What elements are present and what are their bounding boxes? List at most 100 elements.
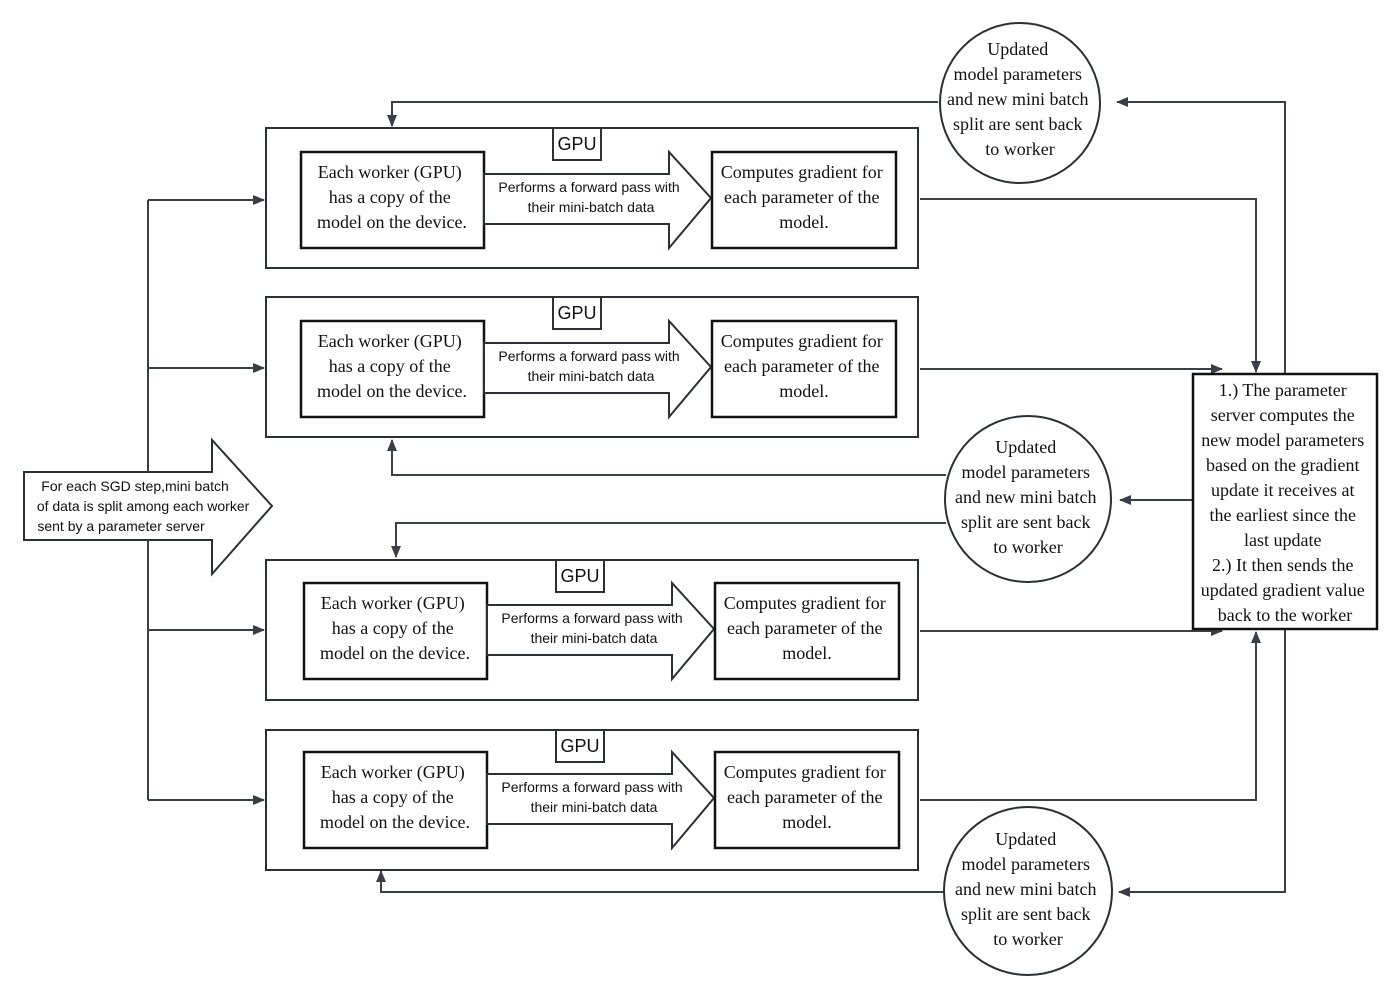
update-line-4: split are sent back xyxy=(953,114,1082,134)
worker-model-line-3: model on the device. xyxy=(317,212,467,232)
svg-text:Updated model parameters: Updated model parameters and new mini ba… xyxy=(955,437,1101,557)
svg-text:Performs a forward pass with: Performs a forward pass with their mini-… xyxy=(498,179,683,215)
gradient-line-2: each parameter of the xyxy=(727,618,882,638)
forward-pass-line-2: their mini-batch data xyxy=(531,630,658,646)
worker-model-box xyxy=(302,750,489,850)
gradient-line-2: each parameter of the xyxy=(724,356,879,376)
worker-model-line-1: Each worker (GPU) xyxy=(321,762,465,783)
update-line-2: model parameters xyxy=(954,64,1082,84)
gradient-line-2: each parameter of the xyxy=(724,187,879,207)
gradient-line-1: Computes gradient for xyxy=(721,162,883,182)
worker-group-4: GPU Each worker (GPU) has a copy of the … xyxy=(265,729,919,871)
svg-text:Each worker (GPU) has a: Each worker (GPU) has a copy of the mode… xyxy=(320,593,470,663)
gradient-line-3: model. xyxy=(779,381,829,401)
worker-group-3: GPU Each worker (GPU) has a copy of the … xyxy=(265,559,919,701)
svg-text:Computes gradient for ea: Computes gradient for each parameter of … xyxy=(721,162,887,232)
worker-model-line-3: model on the device. xyxy=(320,643,470,663)
worker-model-box xyxy=(299,150,486,250)
update-line-4: split are sent back xyxy=(961,904,1090,924)
gradient-line-3: model. xyxy=(779,212,829,232)
server-line-1: 1.) The parameter xyxy=(1219,380,1347,401)
update-line-3: and new mini batch xyxy=(955,487,1096,507)
update-line-1: Updated xyxy=(995,437,1056,457)
worker-model-line-2: has a copy of the xyxy=(332,618,454,638)
gradient-box xyxy=(713,581,901,681)
update-line-5: to worker xyxy=(985,139,1054,159)
worker-model-line-1: Each worker (GPU) xyxy=(318,331,462,352)
gradient-line-3: model. xyxy=(782,643,832,663)
server-line-8: 2.) It then sends the xyxy=(1212,555,1353,576)
worker-4-to-server-arrow xyxy=(920,631,1261,801)
svg-text:Each worker (GPU) has a: Each worker (GPU) has a copy of the mode… xyxy=(317,331,467,401)
svg-text:Performs a forward pass with: Performs a forward pass with their mini-… xyxy=(501,779,686,815)
gradient-line-1: Computes gradient for xyxy=(721,331,883,351)
worker-model-line-2: has a copy of the xyxy=(332,787,454,807)
worker-group-2: GPU Each worker (GPU) has a copy of the … xyxy=(265,296,919,438)
worker-model-line-2: has a copy of the xyxy=(329,356,451,376)
worker-model-line-3: model on the device. xyxy=(320,812,470,832)
forward-pass-line-2: their mini-batch data xyxy=(528,368,655,384)
update-line-3: and new mini batch xyxy=(955,879,1096,899)
svg-text:Each worker (GPU) has a: Each worker (GPU) has a copy of the mode… xyxy=(317,162,467,232)
update-line-4: split are sent back xyxy=(961,512,1090,532)
worker-model-line-1: Each worker (GPU) xyxy=(318,162,462,183)
forward-pass-arrow xyxy=(486,749,716,851)
gpu-label: GPU xyxy=(560,566,599,586)
gpu-label-box xyxy=(552,296,602,330)
connectors xyxy=(147,97,1286,897)
update-line-2: model parameters xyxy=(962,854,1090,874)
server-to-circle-top-arrow xyxy=(1116,97,1286,374)
sgd-input-line-1: For each SGD step,mini batch xyxy=(41,478,229,494)
svg-text:Updated model parameters: Updated model parameters and new mini ba… xyxy=(947,39,1093,159)
update-circle-middle: Updated model parameters and new mini ba… xyxy=(944,415,1112,583)
gradient-line-2: each parameter of the xyxy=(727,787,882,807)
gpu-label: GPU xyxy=(560,736,599,756)
gpu-label-box xyxy=(555,559,605,593)
circle-bottom-to-worker-4-arrow xyxy=(376,870,946,893)
gpu-label-box xyxy=(555,729,605,763)
update-line-5: to worker xyxy=(993,537,1062,557)
parameter-server: 1.) The parameter server computes the ne… xyxy=(1191,372,1379,631)
sgd-input-arrow: For each SGD step,mini batch of data is … xyxy=(23,437,274,577)
server-line-9: updated gradient value xyxy=(1201,580,1365,600)
forward-pass-arrow xyxy=(486,580,716,682)
update-line-1: Updated xyxy=(995,829,1056,849)
gpu-label: GPU xyxy=(557,303,596,323)
worker-model-line-1: Each worker (GPU) xyxy=(321,593,465,614)
forward-pass-line-2: their mini-batch data xyxy=(531,799,658,815)
update-line-5: to worker xyxy=(993,929,1062,949)
forward-pass-line-1: Performs a forward pass with xyxy=(501,779,682,795)
server-line-6: the earliest since the xyxy=(1210,505,1356,525)
forward-pass-line-1: Performs a forward pass with xyxy=(501,610,682,626)
update-line-3: and new mini batch xyxy=(947,89,1088,109)
worker-model-line-3: model on the device. xyxy=(317,381,467,401)
gpu-label-box xyxy=(552,127,602,161)
worker-1-to-server-arrow xyxy=(920,198,1261,373)
forward-pass-line-2: their mini-batch data xyxy=(528,199,655,215)
sgd-input-line-2: of data is split among each worker xyxy=(37,498,250,514)
update-line-2: model parameters xyxy=(962,462,1090,482)
circle-mid-to-worker-2-arrow xyxy=(387,439,946,476)
svg-text:Performs a forward pass with: Performs a forward pass with their mini-… xyxy=(498,348,683,384)
server-line-3: new model parameters xyxy=(1201,430,1364,450)
gradient-box xyxy=(710,319,898,419)
svg-text:Performs a forward pass with: Performs a forward pass with their mini-… xyxy=(501,610,686,646)
svg-text:Computes gradient for ea: Computes gradient for each parameter of … xyxy=(721,331,887,401)
svg-text:Updated model parameters: Updated model parameters and new mini ba… xyxy=(955,829,1101,949)
server-line-7: last update xyxy=(1244,530,1321,550)
worker-model-line-2: has a copy of the xyxy=(329,187,451,207)
gradient-line-1: Computes gradient for xyxy=(724,762,886,782)
server-line-5: update it receives at xyxy=(1211,480,1354,500)
gradient-box xyxy=(713,750,901,850)
server-line-2: server computes the xyxy=(1211,405,1355,425)
circle-top-to-worker-1-arrow xyxy=(387,101,938,127)
circle-mid-to-worker-3-arrow xyxy=(391,522,946,558)
server-line-10: back to the worker xyxy=(1218,605,1352,625)
svg-text:Computes gradient for ea: Computes gradient for each parameter of … xyxy=(724,593,890,663)
svg-text:1.) The parameter server: 1.) The parameter server computes the ne… xyxy=(1201,380,1369,625)
gradient-line-1: Computes gradient for xyxy=(724,593,886,613)
server-line-4: based on the gradient xyxy=(1206,455,1359,475)
gpu-label: GPU xyxy=(557,134,596,154)
worker-group-1: GPU Each worker (GPU) has a copy of the … xyxy=(265,127,919,269)
